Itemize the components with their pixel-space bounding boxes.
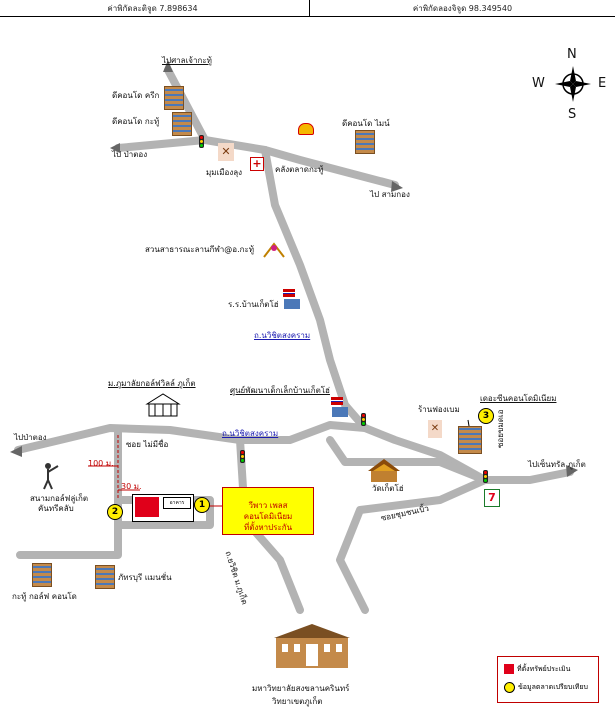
traffic-light-icon-2 [361, 413, 366, 426]
longitude-label: ค่าพิกัดลองจิจูด 98.349540 [412, 4, 513, 13]
label-golf-village: ม.ภูมาลัยกอล์ฟวิลล์ ภูเก็ต [108, 379, 196, 388]
label-to-samkong: ไป สามกอง [370, 190, 410, 199]
distance-markers [88, 435, 140, 500]
road-temple-loop [326, 436, 489, 484]
label-the-zone-condo: เดอะซีนคอนโดมิเนียม [480, 394, 557, 403]
label-child-center: ศูนย์พัฒนาเด็กเล็กบ้านเก็ตโฮ่ [230, 386, 330, 395]
label-to-kathu-shrine: ไปศาลเจ้ากะทู้ [162, 56, 212, 65]
restaurant-fork-icon: ✕ [218, 143, 234, 161]
label-distance-30: 30 ม. [121, 482, 142, 491]
hospital-cross-icon: + [250, 157, 264, 171]
legend-market-swatch [504, 681, 515, 693]
label-golf-course: สนามกอล์ฟลู่เก็ต [30, 494, 89, 503]
road-south-university [236, 436, 304, 614]
label-road-wichit-2: ถ.นวิชิตสงคราม [222, 429, 279, 438]
hotel-name: วีพาว เพลส คอนโดมิเนียม [243, 501, 293, 521]
hotel-sign: อาคาร [163, 497, 191, 509]
temple-icon [367, 457, 401, 483]
the-zone-condo-building-icon [458, 426, 482, 454]
road-main-ns [261, 146, 574, 484]
dcondo-mine-building-icon [355, 130, 375, 154]
label-mum-muang-lung: มุมเมืองลุง [206, 168, 243, 177]
subject-property-callout: วีพาว เพลส คอนโดมิเนียม ที่ตั้งหาประกัน [222, 487, 314, 535]
compass-rose: N S W E [530, 47, 610, 122]
latitude-label: ค่าพิกัดละติจูด 7.898634 [107, 4, 198, 13]
traffic-light-icon-3 [240, 450, 245, 463]
label-restaurant: ร้านฟองเบม [418, 405, 460, 414]
label-university-1: มหาวิทยาลัยสงขลานครินทร์ [252, 684, 350, 693]
compass-star-icon [555, 66, 591, 102]
restaurant-fork-icon-2: ✕ [428, 420, 442, 438]
compass-e: E [598, 76, 607, 91]
arrow-to-samkong [391, 181, 403, 192]
map-legend: ที่ตั้งทรัพย์ประเมิน ข้อมูลตลาดเปรียบเที… [497, 656, 599, 703]
compass-w: W [532, 76, 545, 91]
school-flag-icon [282, 288, 302, 310]
label-dcondo-kathu: ดีคอนโด กะทู้ [112, 117, 160, 126]
legend-subject-swatch [504, 664, 514, 674]
child-center-flag-icon [330, 396, 350, 418]
dcondo-creek-building-icon [164, 86, 184, 110]
road-samkong [261, 146, 399, 189]
label-school: ร.ร.บ้านเก็ตโฮ่ [228, 300, 279, 309]
label-to-patong-top: ไป ป่าตอง [112, 150, 148, 159]
shell-station-icon [298, 123, 314, 135]
market-marker-2[interactable]: 2 [107, 504, 123, 520]
traffic-light-icon-4 [483, 470, 488, 483]
arrow-to-patong-left [10, 446, 22, 457]
label-dcondo-mine: ดีคอนโด ไมน์ [342, 119, 390, 128]
playground-icon [262, 242, 286, 258]
label-university-2: วิทยาเขตภูเก็ต [272, 697, 323, 706]
hotel-note: ที่ตั้งหาประกัน [243, 523, 293, 532]
legend-row-subject: ที่ตั้งทรัพย์ประเมิน [504, 663, 570, 675]
legend-market-label: ข้อมูลตลาดเปรียบเทียบ [518, 683, 588, 691]
label-to-central: ไปเซ็นทรัล ภูเก็ต [528, 460, 586, 469]
header-divider [309, 0, 310, 16]
label-soi-sa-kiao: ซอยขมดเอ [496, 409, 505, 448]
arrow-to-central [566, 465, 578, 477]
road-patong-top [114, 136, 209, 152]
label-golf-course-2: คันทรีคลับ [38, 504, 74, 513]
kathu-golf-condo-building-icon [32, 563, 52, 587]
university-building-icon [272, 618, 352, 670]
market-marker-1[interactable]: 1 [194, 497, 210, 513]
label-wat-ketho: วัดเก็ตโฮ่ [372, 484, 404, 493]
seven-eleven-icon: 7 [484, 489, 500, 507]
legend-subject-label: ที่ตั้งทรัพย์ประเมิน [517, 665, 571, 673]
legend-row-market: ข้อมูลตลาดเปรียบเทียบ [504, 681, 588, 693]
label-klang-talad: คลังตลาดกะทู้ [275, 165, 324, 174]
road-kathu-north [164, 66, 269, 154]
market-marker-3[interactable]: 3 [478, 408, 494, 424]
arrow-to-patong-top [110, 143, 120, 153]
label-kathu-golf-condo: กะทู้ กอล์ฟ คอนโด [12, 592, 77, 601]
label-phatara-mansion: ภัทรบุรี แมนชั่น [118, 573, 172, 582]
road-west [14, 421, 369, 454]
golfer-icon [38, 462, 62, 490]
arrow-to-kathu-shrine [163, 60, 173, 72]
coordinate-header: ค่าพิกัดละติจูด 7.898634 ค่าพิกัดลองจิจู… [0, 0, 615, 17]
label-soi-nameless: ซอย ไม่มีชื่อ [126, 440, 169, 449]
label-dcondo-creek: ดีคอนโด ครีก [112, 91, 160, 100]
label-road-wichit-1: ถ.นวิชิตสงคราม [254, 331, 311, 340]
traffic-light-icon-1 [199, 135, 204, 148]
label-distance-100: 100 ม. [88, 459, 114, 468]
subject-property-marker-icon [135, 497, 159, 517]
label-kathu-park: สวนสาธารณะลานกีฬา@อ.กะทู้ [145, 245, 255, 254]
compass-n: N [567, 47, 577, 62]
subject-property-site: อาคาร [132, 494, 194, 522]
label-to-patong-left: ไปป่าตอง [14, 433, 47, 442]
dcondo-kathu-building-icon [172, 112, 192, 136]
golf-village-gate-icon [145, 392, 181, 418]
compass-s: S [568, 107, 577, 122]
phatara-mansion-building-icon [95, 565, 115, 589]
road-south-east [336, 476, 489, 614]
